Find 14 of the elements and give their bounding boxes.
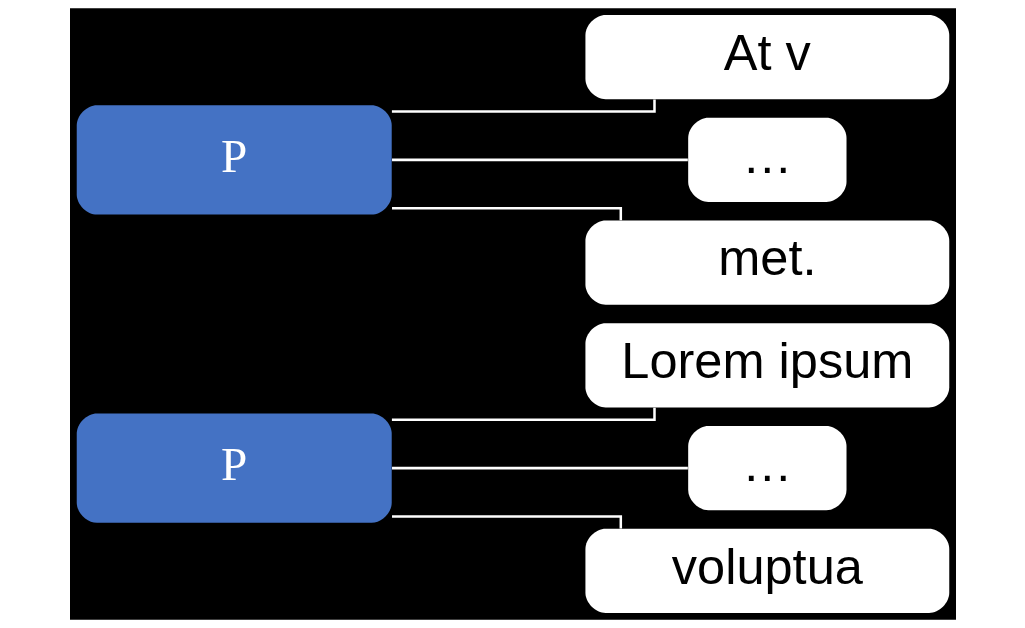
node-box: P: [76, 105, 392, 215]
connector: [391, 207, 622, 221]
node-box: …: [687, 426, 846, 511]
connector: [391, 466, 688, 470]
connector: [391, 515, 622, 529]
connector: [391, 407, 656, 421]
connector: [391, 99, 656, 113]
node-box: voluptua: [584, 528, 949, 613]
node-box: P: [76, 413, 392, 523]
connector: [391, 158, 688, 162]
node-box: …: [687, 117, 846, 202]
node-box: Lorem ipsum: [584, 323, 949, 408]
node-box: met.: [584, 220, 949, 305]
node-box: At v: [584, 15, 949, 100]
